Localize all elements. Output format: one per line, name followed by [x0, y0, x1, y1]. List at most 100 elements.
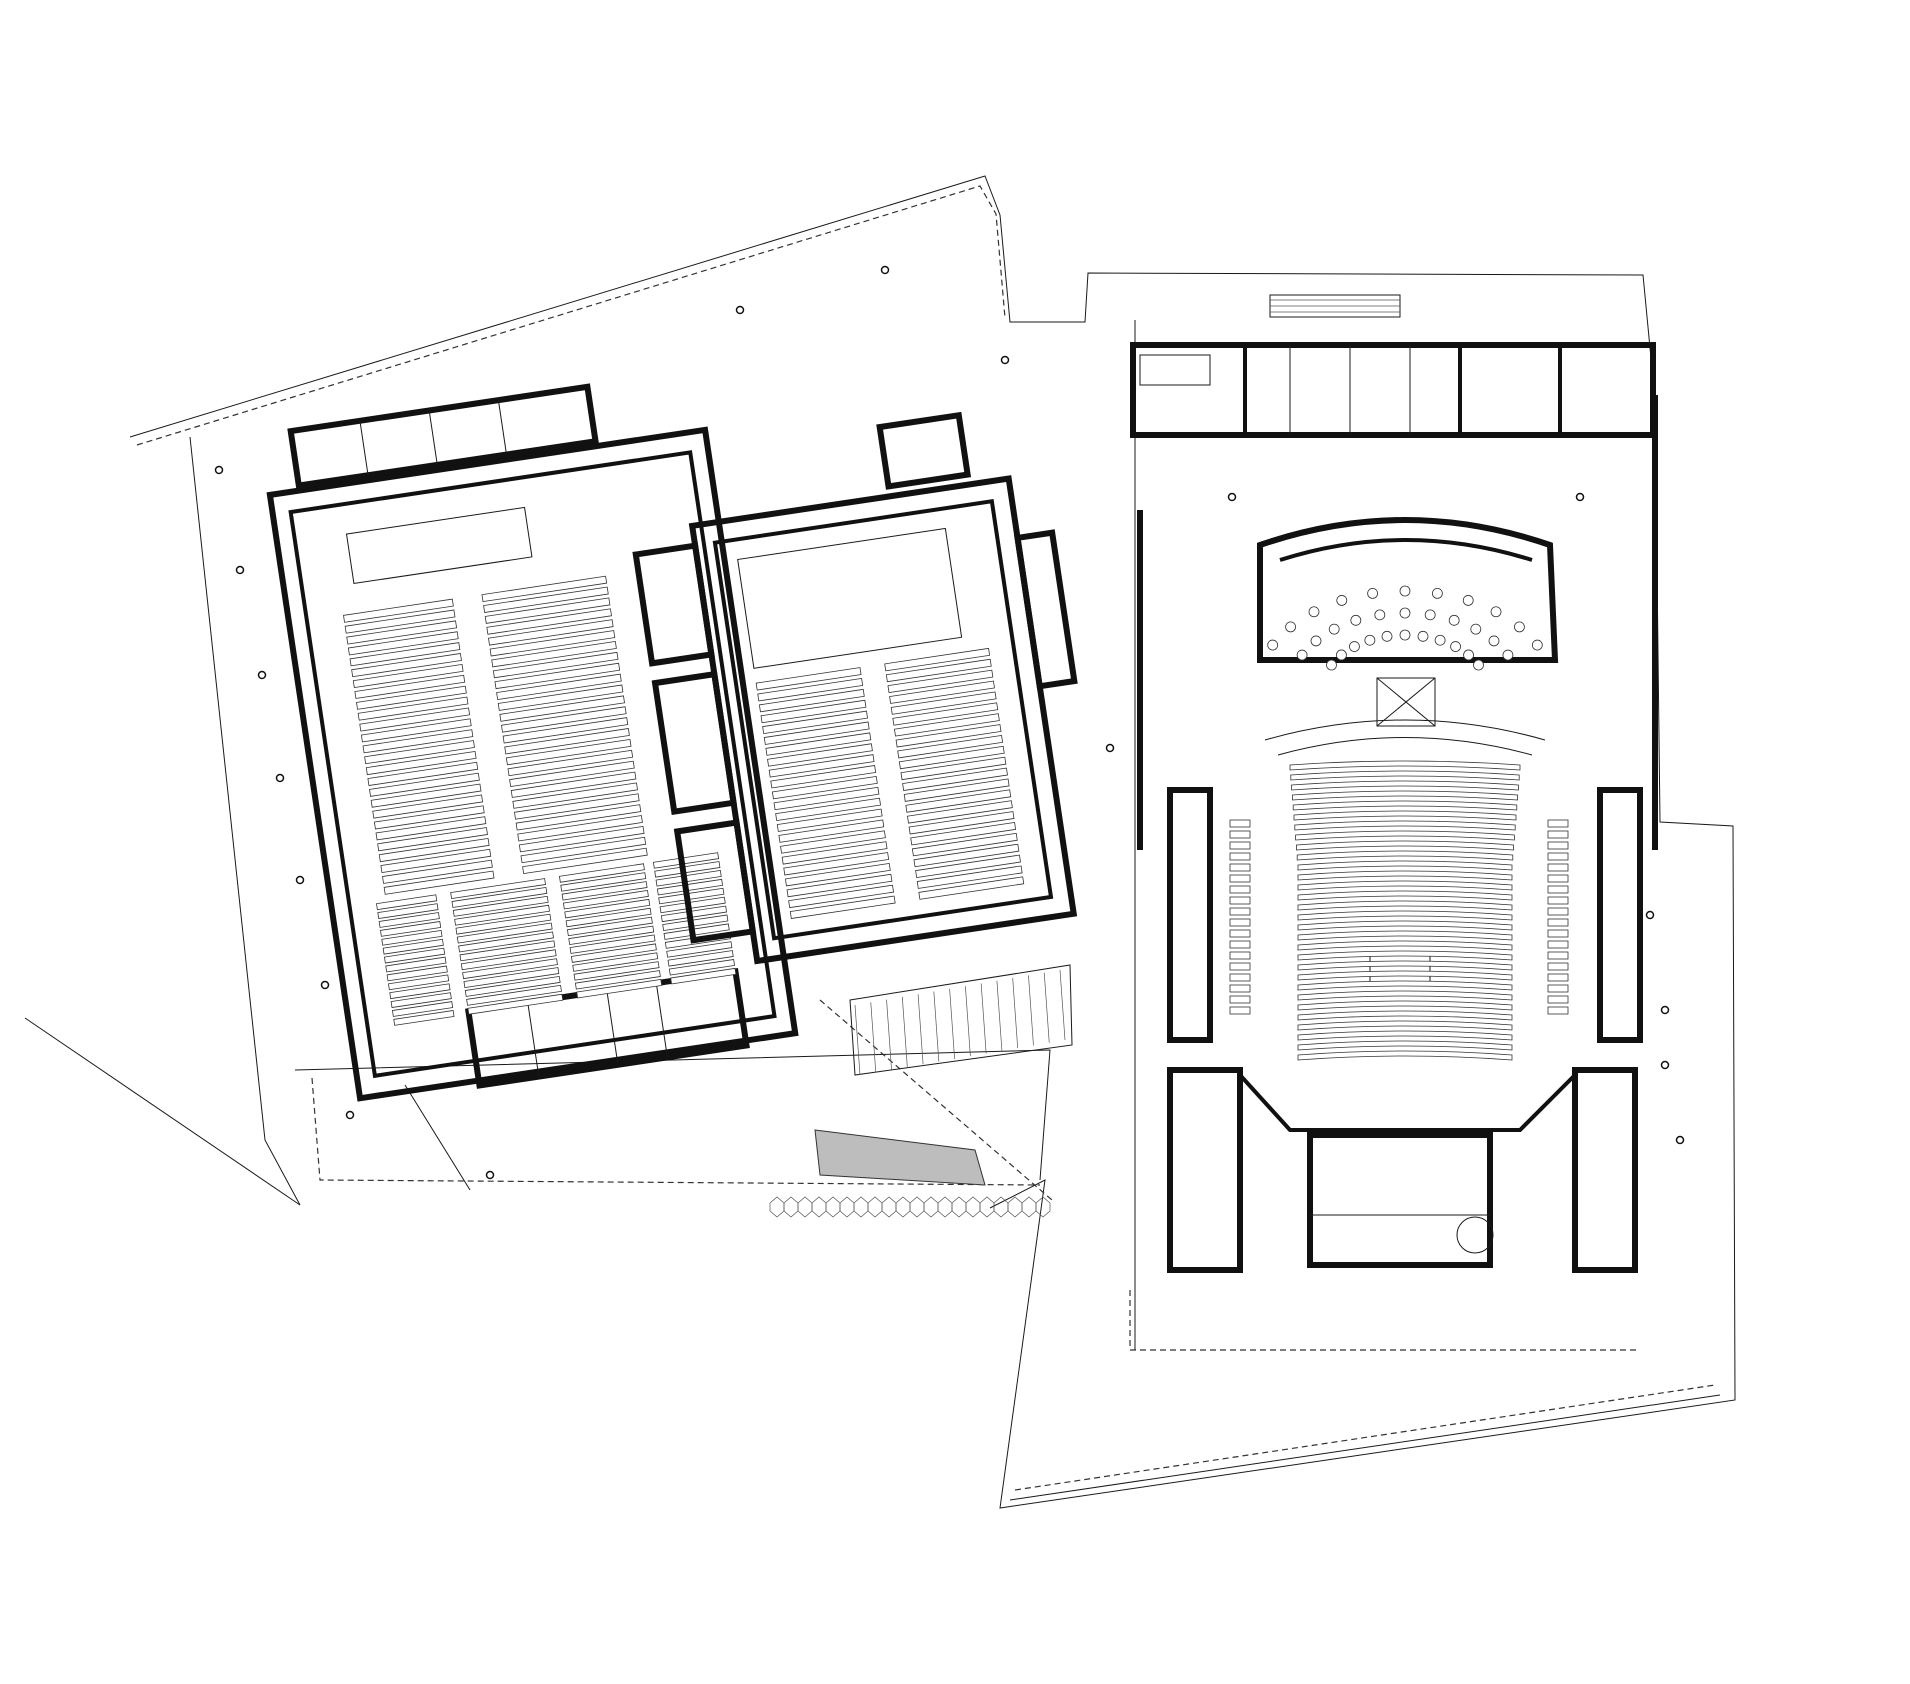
- stair-top: [1270, 299, 1400, 313]
- ramp-line: [949, 988, 955, 1059]
- seat-row: [668, 959, 735, 976]
- seat-row: [463, 967, 560, 988]
- paver: [1021, 1196, 1037, 1218]
- seat-row: [1297, 860, 1513, 871]
- seat-row: [356, 685, 467, 710]
- seat-row: [391, 1001, 454, 1017]
- seat-row: [491, 641, 617, 668]
- side-seat: [1229, 819, 1251, 828]
- seat-row: [576, 979, 663, 999]
- side-seat: [1547, 995, 1569, 1004]
- seat-row: [898, 745, 1005, 770]
- seat-row: [911, 832, 1018, 857]
- seat-row: [514, 793, 640, 820]
- seat-row: [890, 691, 997, 715]
- seat-row: [569, 934, 656, 954]
- column-marker: [345, 1110, 355, 1120]
- seat-row: [494, 662, 621, 690]
- seat-row: [560, 872, 647, 892]
- seat-row: [466, 984, 562, 1006]
- seat-row: [1297, 910, 1513, 921]
- side-seat: [1229, 1006, 1251, 1015]
- side-seat: [1229, 940, 1251, 949]
- seat-row: [767, 743, 873, 767]
- seat-row: [451, 886, 548, 908]
- ramp-line: [901, 996, 908, 1067]
- seat-row: [763, 721, 870, 745]
- seat-row: [755, 667, 862, 691]
- upper-seat: [1267, 639, 1279, 651]
- seat-row: [765, 732, 872, 756]
- seat-row: [458, 931, 554, 953]
- upper-seat: [1285, 621, 1296, 633]
- paver: [951, 1196, 967, 1218]
- seat-row: [894, 713, 1000, 737]
- column-marker: [1575, 492, 1585, 502]
- seat-row: [1297, 1020, 1513, 1031]
- seat-row: [380, 921, 442, 937]
- side-seat: [1229, 918, 1251, 927]
- seat-row: [574, 970, 661, 990]
- paver: [825, 1196, 841, 1218]
- seat-row: [365, 750, 477, 776]
- upper-seat: [1326, 659, 1337, 671]
- seat-row: [389, 983, 451, 1000]
- seat-row: [1289, 760, 1521, 771]
- column-marker: [320, 980, 330, 990]
- seat-row: [663, 923, 730, 940]
- side-seat: [1547, 885, 1569, 894]
- seat-row: [564, 898, 651, 919]
- seat-row: [913, 843, 1020, 868]
- seat-row: [568, 925, 655, 946]
- seat-row: [660, 905, 728, 923]
- side-seat: [1547, 1006, 1569, 1015]
- upper-seat: [1399, 607, 1411, 619]
- seat-row: [367, 761, 479, 786]
- paver: [1035, 1196, 1051, 1218]
- column-marker: [275, 773, 285, 783]
- upper-seat: [1490, 606, 1502, 618]
- side-seat: [1547, 863, 1569, 872]
- upper-seat: [1367, 587, 1379, 599]
- seat-row: [1291, 780, 1519, 791]
- seat-row: [770, 765, 877, 789]
- seat-row: [916, 865, 1023, 889]
- seat-row: [364, 740, 475, 765]
- seat-row: [907, 800, 1013, 824]
- seat-row: [783, 852, 890, 876]
- ramp-line: [870, 1002, 877, 1073]
- seat-row: [349, 642, 461, 667]
- upper-seat: [1514, 621, 1525, 633]
- seat-row: [915, 854, 1021, 878]
- seat-row: [762, 710, 868, 735]
- upper-seat: [1424, 609, 1436, 621]
- seat-row: [388, 974, 450, 991]
- seat-row: [460, 949, 557, 971]
- upper-seat: [1431, 587, 1443, 599]
- seat-row: [515, 804, 642, 831]
- seat-row: [1293, 810, 1517, 821]
- seat-row: [502, 717, 629, 744]
- side-seat: [1229, 874, 1251, 883]
- side-seat: [1547, 874, 1569, 883]
- seat-row: [370, 783, 482, 808]
- side-seat: [1547, 852, 1569, 861]
- seat-row: [1297, 920, 1513, 931]
- ramp-line: [1028, 975, 1034, 1046]
- side-seat: [1547, 940, 1569, 949]
- seat-row: [561, 881, 648, 901]
- seat-row: [377, 903, 439, 919]
- side-seat: [1547, 841, 1569, 850]
- column-marker: [485, 1170, 495, 1180]
- seat-row: [758, 688, 865, 713]
- ramp-line: [854, 1004, 861, 1076]
- side-seat: [1547, 896, 1569, 905]
- seat-row: [780, 830, 886, 854]
- seat-row: [351, 653, 462, 678]
- column-marker: [1660, 1005, 1670, 1015]
- upper-seat: [1399, 629, 1411, 641]
- seat-row: [346, 620, 458, 645]
- seat-row: [456, 922, 553, 944]
- seat-row: [489, 630, 616, 657]
